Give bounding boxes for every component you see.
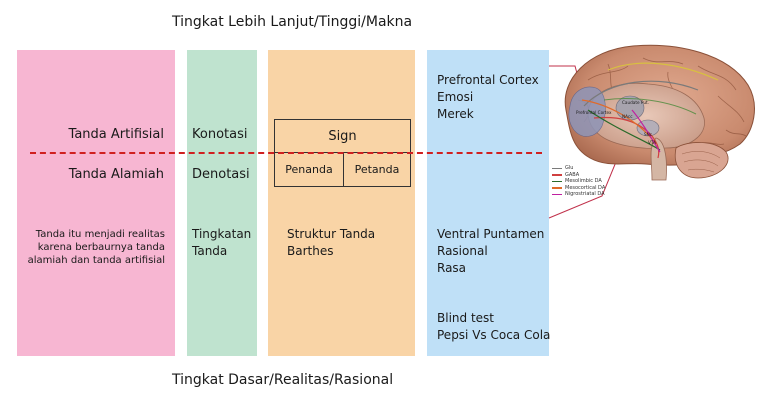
legend-label: Mesocortical DA (565, 184, 606, 191)
tanda-alamiah-label: Tanda Alamiah (68, 167, 164, 182)
prefrontal-block: Prefrontal Cortex Emosi Merek (437, 73, 539, 121)
legend-swatch (552, 167, 562, 169)
bottom-heading: Tingkat Dasar/Realitas/Rasional (172, 372, 394, 388)
legend-item: Glu (552, 165, 642, 172)
legend-label: GABA (565, 171, 580, 178)
petanda-label: Petanda (354, 163, 400, 176)
top-heading: Tingkat Lebih Lanjut/Tinggi/Makna (172, 14, 413, 30)
denotasi-label: Denotasi (192, 167, 250, 182)
brain-label-snc: SNc (644, 132, 653, 137)
blind-test-block: Blind test Pepsi Vs Coca Cola (437, 311, 551, 342)
sign-box: Sign Penanda Petanda (274, 119, 411, 187)
legend-swatch (552, 193, 562, 195)
level-divider-line (30, 152, 542, 154)
legend-item: Mesocortical DA (552, 185, 642, 192)
legend-swatch (552, 187, 562, 189)
struktur-description: Struktur Tanda Barthes (287, 227, 376, 258)
ventral-block: Ventral Puntamen Rasional Rasa (437, 227, 545, 275)
brain-illustration-icon: Prefrontal Cortex Caudate Put. NAcc VTA … (564, 44, 755, 181)
legend-swatch (552, 180, 562, 182)
legend-label: Glu (565, 165, 574, 171)
brain-label-nacc: NAcc (622, 114, 633, 119)
legend-label: Nigrostriatal DA (565, 191, 605, 197)
brain-label-prefrontal: Prefrontal Cortex (576, 110, 612, 115)
column-tingkatan (187, 50, 257, 356)
tanda-description: Tanda itu menjadi realitas karena berbau… (27, 229, 165, 266)
legend-item: Mesolimbic DA (552, 178, 642, 185)
legend-item: GABA (552, 172, 642, 179)
penanda-label: Penanda (275, 153, 344, 186)
column-struktur (268, 50, 415, 356)
brain-label-vta: VTA (648, 140, 656, 145)
column-otak (427, 50, 549, 356)
tanda-artifisial-label: Tanda Artifisial (68, 127, 164, 142)
column-tanda (17, 50, 175, 356)
tingkatan-description: Tingkatan Tanda (192, 227, 252, 258)
brain-label-caudate: Caudate Put. (622, 100, 649, 105)
konotasi-label: Konotasi (192, 127, 248, 142)
legend-item: Nigrostriatal DA (552, 191, 642, 198)
legend-label: Mesolimbic DA (565, 178, 602, 184)
legend-swatch (552, 174, 562, 176)
